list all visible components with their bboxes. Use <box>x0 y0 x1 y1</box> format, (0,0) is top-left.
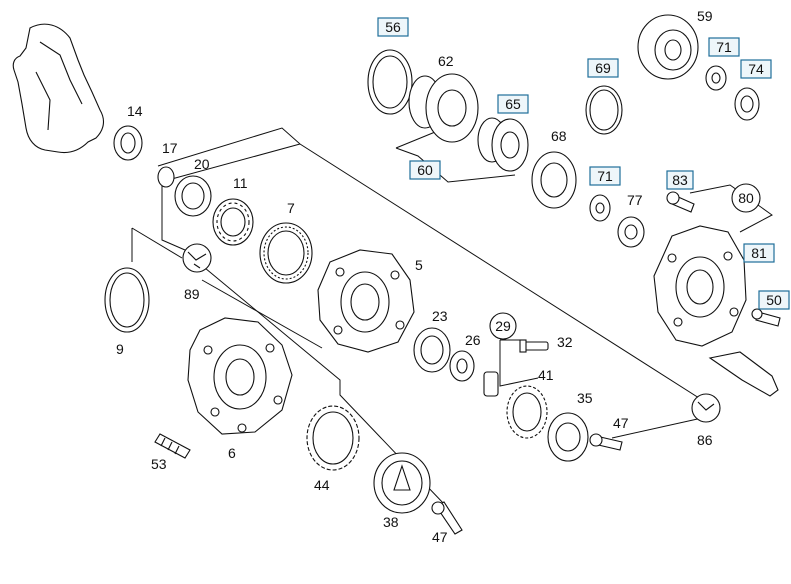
label-32: 32 <box>557 334 573 350</box>
label-41: 41 <box>538 367 554 383</box>
svg-text:56: 56 <box>385 19 401 35</box>
label-68: 68 <box>551 128 567 144</box>
flange-6[interactable] <box>187 317 293 435</box>
label-7: 7 <box>287 200 295 216</box>
housing-62[interactable] <box>408 73 479 143</box>
svg-text:69: 69 <box>595 60 611 76</box>
cap-35[interactable] <box>547 412 589 462</box>
label-38: 38 <box>383 514 399 530</box>
washer-71-lower[interactable] <box>589 194 611 222</box>
label-6: 6 <box>228 445 236 461</box>
ring-74[interactable] <box>734 87 760 121</box>
label-47-lower: 47 <box>432 529 448 545</box>
label-47-upper: 47 <box>613 415 629 431</box>
bolt-83[interactable] <box>666 191 695 213</box>
snap-ring-9[interactable] <box>104 267 150 333</box>
label-50: 50 <box>758 290 790 310</box>
svg-text:71: 71 <box>597 168 613 184</box>
label-53: 53 <box>151 456 167 472</box>
label-35: 35 <box>577 390 593 406</box>
gear-59[interactable] <box>637 14 699 80</box>
bearing-11[interactable] <box>212 198 254 246</box>
housing-cover-part[interactable] <box>12 23 105 154</box>
label-71-upper: 71 <box>708 37 740 57</box>
leader-lines <box>131 127 773 506</box>
label-23: 23 <box>432 308 448 324</box>
tool-86[interactable] <box>691 393 721 423</box>
bearing-65[interactable] <box>477 117 529 172</box>
svg-text:74: 74 <box>748 61 764 77</box>
label-77: 77 <box>627 192 643 208</box>
label-74: 74 <box>740 59 772 79</box>
seal-ring-14[interactable] <box>113 125 143 161</box>
label-17: 17 <box>162 140 178 156</box>
label-89: 89 <box>184 286 200 302</box>
svg-text:83: 83 <box>672 172 688 188</box>
label-56: 56 <box>377 17 409 37</box>
synchro-ring-7[interactable] <box>259 222 313 284</box>
svg-text:65: 65 <box>505 96 521 112</box>
svg-text:50: 50 <box>766 292 782 308</box>
bearing-23[interactable] <box>413 327 451 373</box>
label-20: 20 <box>194 156 210 172</box>
bushing-77[interactable] <box>617 216 645 248</box>
svg-text:80: 80 <box>738 190 754 206</box>
svg-text:81: 81 <box>751 245 767 261</box>
ring-17[interactable] <box>157 166 175 188</box>
clip-29-part[interactable] <box>483 371 499 397</box>
label-11: 11 <box>233 175 248 191</box>
label-44: 44 <box>314 477 330 493</box>
svg-text:71: 71 <box>716 39 732 55</box>
svg-text:60: 60 <box>417 162 433 178</box>
tool-handle[interactable] <box>708 351 779 397</box>
label-69: 69 <box>587 58 619 78</box>
bolt-47-upper[interactable] <box>589 433 623 451</box>
seal-69[interactable] <box>585 85 623 135</box>
label-86: 86 <box>697 432 713 448</box>
label-81: 81 <box>743 243 775 263</box>
washer-71-upper[interactable] <box>705 65 727 91</box>
bolt-47-lower[interactable] <box>431 501 463 535</box>
label-14: 14 <box>127 103 143 119</box>
gear-ring-68[interactable] <box>531 151 577 209</box>
label-71-lower: 71 <box>589 166 621 186</box>
label-29: 29 <box>489 312 517 340</box>
washer-26[interactable] <box>449 350 475 382</box>
label-60: 60 <box>409 160 441 180</box>
tool-89[interactable] <box>182 243 212 273</box>
flange-81[interactable] <box>653 225 747 347</box>
label-80: 80 <box>731 183 761 213</box>
label-62: 62 <box>438 53 454 69</box>
ring-56[interactable] <box>367 49 413 115</box>
label-26: 26 <box>465 332 481 348</box>
bushing-20[interactable] <box>174 175 212 217</box>
cover-38[interactable] <box>373 452 431 514</box>
label-9: 9 <box>116 341 124 357</box>
label-65: 65 <box>497 94 529 114</box>
stud-53[interactable] <box>154 433 191 459</box>
gasket-41[interactable] <box>506 385 548 439</box>
label-5: 5 <box>415 257 423 273</box>
bolt-50[interactable] <box>751 308 781 327</box>
svg-text:29: 29 <box>495 318 511 334</box>
screw-32[interactable] <box>519 339 549 353</box>
label-83: 83 <box>666 170 694 190</box>
gear-hub-5[interactable] <box>317 249 415 353</box>
label-59: 59 <box>697 8 713 24</box>
gasket-44[interactable] <box>306 405 360 471</box>
